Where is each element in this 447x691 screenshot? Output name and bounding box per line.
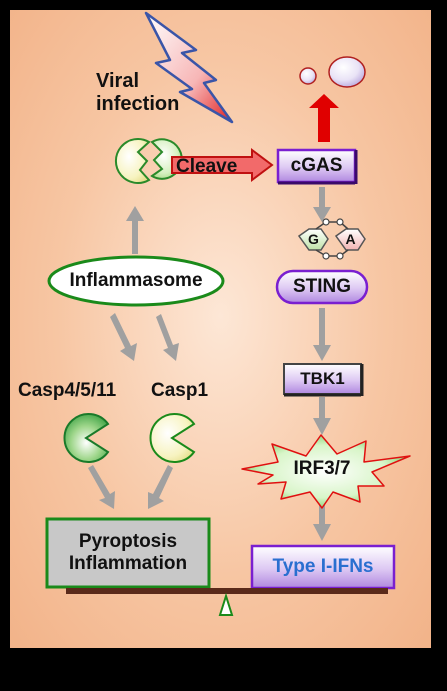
small-bubble-icon bbox=[299, 67, 317, 85]
inflammasome-ellipse bbox=[47, 255, 225, 307]
casp1-enzyme-icon bbox=[149, 413, 196, 463]
cleaved-enzyme-left-icon bbox=[114, 138, 151, 184]
pathway-graphics bbox=[45, 11, 411, 616]
fulcrum-icon bbox=[218, 592, 234, 616]
type-ifn-box bbox=[250, 544, 396, 590]
balance-bar bbox=[66, 588, 388, 594]
inflammasome-label: Inflammasome bbox=[69, 270, 203, 292]
irf-burst-icon bbox=[241, 434, 411, 509]
g-label: G bbox=[308, 231, 319, 248]
left-column-arrows bbox=[88, 206, 179, 509]
casp4-enzyme-icon bbox=[63, 413, 110, 463]
diagram-panel: Viral infection Cleave cGAS G A STING TB… bbox=[10, 10, 431, 648]
pyroptosis-box bbox=[45, 517, 211, 589]
irf-label: IRF3/7 bbox=[293, 458, 351, 480]
right-column-arrows bbox=[313, 187, 331, 541]
lightning-bolt-icon bbox=[144, 11, 234, 124]
guanine-hexagon bbox=[297, 228, 329, 251]
casp4-label: Casp4/5/11 bbox=[18, 380, 117, 401]
cleave-label: Cleave bbox=[176, 156, 238, 177]
tbk1-label: TBK1 bbox=[300, 369, 345, 389]
pyroptosis-label: Pyroptosis Inflammation bbox=[68, 531, 188, 574]
type-ifn-label: Type I-IFNs bbox=[272, 556, 374, 578]
casp1-label: Casp1 bbox=[151, 380, 209, 401]
cgas-label: cGAS bbox=[290, 155, 343, 177]
large-bubble-icon bbox=[328, 56, 366, 88]
sting-pill bbox=[275, 269, 369, 305]
sting-label: STING bbox=[292, 276, 352, 298]
release-arrow bbox=[309, 94, 339, 142]
adenine-hexagon bbox=[334, 228, 366, 251]
cleave-arrow bbox=[171, 148, 274, 182]
a-label: A bbox=[345, 231, 356, 248]
viral-infection-label: Viral infection bbox=[96, 70, 180, 115]
